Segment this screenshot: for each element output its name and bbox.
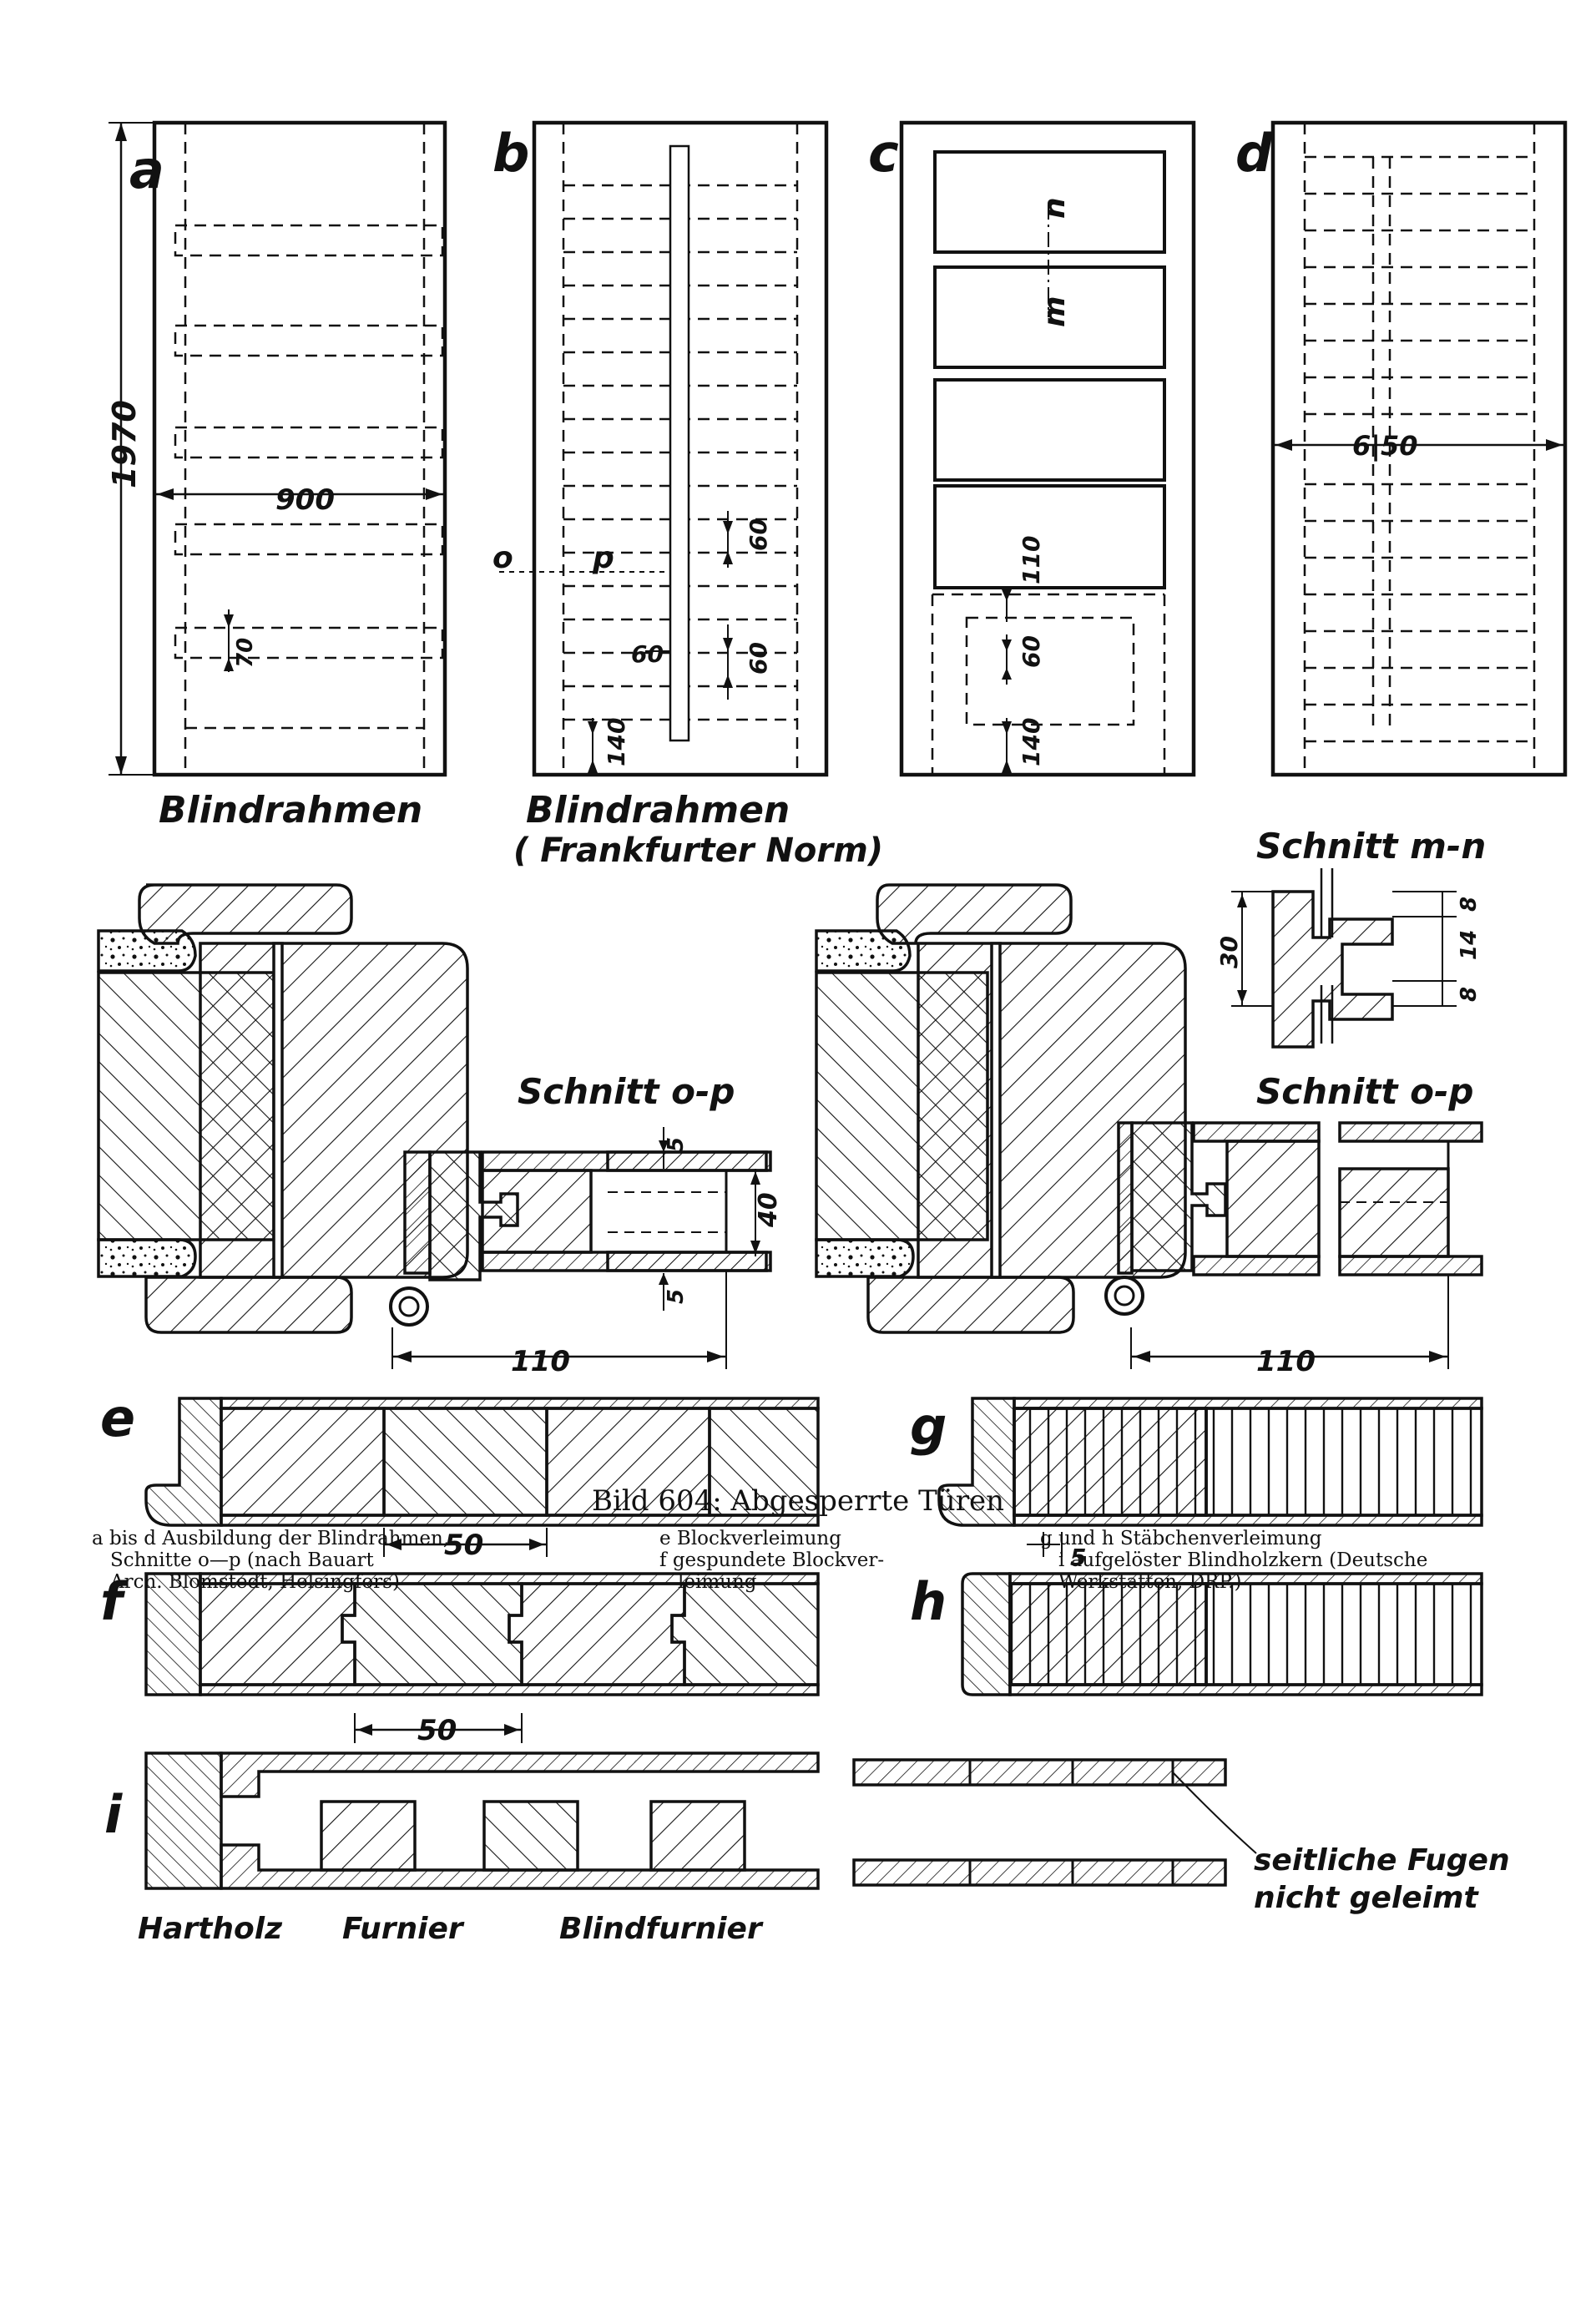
caption-legend-left: a bis d Ausbildung der Blindrahmen, Schn…: [92, 1528, 449, 1593]
label-c: c: [868, 123, 899, 184]
label-n: n: [1038, 197, 1072, 219]
material-blindfurnier: Blindfurnier: [559, 1912, 764, 1946]
dim-op-40: 40: [754, 1192, 783, 1228]
section-i: [144, 1751, 1257, 1890]
dim-d-650: 6|50: [1352, 430, 1417, 462]
section-op-left: [97, 883, 772, 1369]
note-seitliche-fugen: seitliche Fugen: [1254, 1843, 1510, 1878]
dim-c-140: 140: [1018, 718, 1045, 766]
caption-line: g und h Stäbchenverleimung: [1040, 1528, 1322, 1549]
caption-line: i aufgelöster Blindholzkern (Deutsche: [1058, 1549, 1428, 1571]
caption-line: Schnitte o—p (nach Bauart: [110, 1549, 374, 1571]
label-d: d: [1235, 123, 1273, 184]
caption-line: a bis d Ausbildung der Blindrahmen,: [92, 1528, 450, 1549]
dim-op-5-a: 5: [664, 1137, 689, 1152]
title-blindrahmen: Blindrahmen: [159, 789, 422, 831]
label-a: a: [129, 139, 164, 200]
section-h: [961, 1572, 1483, 1696]
dim-70: 70: [233, 638, 258, 668]
section-g: [937, 1397, 1483, 1557]
title-schnitt-mn: Schnitt m-n: [1256, 826, 1486, 867]
label-e: e: [100, 1387, 135, 1448]
dim-mn-8-a: 8: [1457, 897, 1482, 912]
label-m: m: [1038, 296, 1072, 327]
label-b: b: [492, 123, 529, 184]
label-p: p: [592, 541, 614, 575]
section-mn: [1231, 868, 1457, 1049]
dim-b-140: 140: [603, 718, 630, 766]
frame-a: [109, 120, 447, 777]
dim-op-110-left: 110: [511, 1345, 570, 1378]
dim-op-5-b: 5: [664, 1289, 689, 1304]
caption-line: f gespundete Blockver-: [659, 1549, 885, 1571]
dim-mn-14: 14: [1457, 930, 1482, 960]
dim-b-60-b: 60: [631, 640, 664, 668]
dim-b-60-a: 60: [745, 518, 772, 551]
title-schnitt-op-right: Schnitt o-p: [1256, 1071, 1473, 1112]
title-schnitt-op-left: Schnitt o-p: [518, 1071, 735, 1112]
dim-g-5: 5: [1070, 1544, 1086, 1571]
label-i: i: [104, 1784, 123, 1845]
caption-legend-middle: e Blockverleimung f gespundete Blockver-…: [659, 1528, 884, 1593]
label-g: g: [910, 1396, 947, 1457]
label-h: h: [910, 1571, 947, 1632]
frame-d: [1270, 120, 1568, 777]
caption-line: Arch. Blomstedt, Helsingfors): [110, 1571, 400, 1593]
dim-width-900: 900: [275, 483, 335, 517]
dim-f-50: 50: [417, 1714, 457, 1747]
caption-line: leimung: [678, 1571, 757, 1593]
title-blindrahmen-frankfurt: Blindrahmen: [526, 789, 790, 831]
dim-b-60-c: 60: [745, 642, 772, 675]
figure-caption-title: Bild 604: Abgesperrte Türen: [592, 1484, 1004, 1518]
dim-e-50: 50: [444, 1529, 483, 1562]
note-nicht-geleimt: nicht geleimt: [1254, 1881, 1479, 1915]
material-hartholz: Hartholz: [138, 1912, 283, 1946]
section-e: [144, 1397, 820, 1557]
section-op-right: [815, 883, 1483, 1369]
label-o: o: [492, 541, 513, 575]
dim-c-110: 110: [1018, 536, 1045, 584]
caption-line: Werkstätten, DRP.): [1058, 1571, 1242, 1593]
dim-c-60: 60: [1018, 635, 1045, 668]
dim-height-1970: 1970: [106, 400, 143, 488]
section-f: [144, 1572, 820, 1743]
dim-mn-30: 30: [1215, 936, 1243, 968]
material-furnier: Furnier: [342, 1912, 465, 1946]
caption-legend-right: g und h Stäbchenverleimung i aufgelöster…: [1040, 1528, 1427, 1593]
frame-c: [899, 120, 1196, 777]
caption-line: e Blockverleimung: [659, 1528, 841, 1549]
dim-mn-8-b: 8: [1457, 987, 1482, 1002]
dim-op-110-right: 110: [1256, 1345, 1316, 1378]
title-frankfurter-norm: ( Frankfurter Norm): [513, 831, 883, 870]
frame-b: [499, 120, 829, 777]
